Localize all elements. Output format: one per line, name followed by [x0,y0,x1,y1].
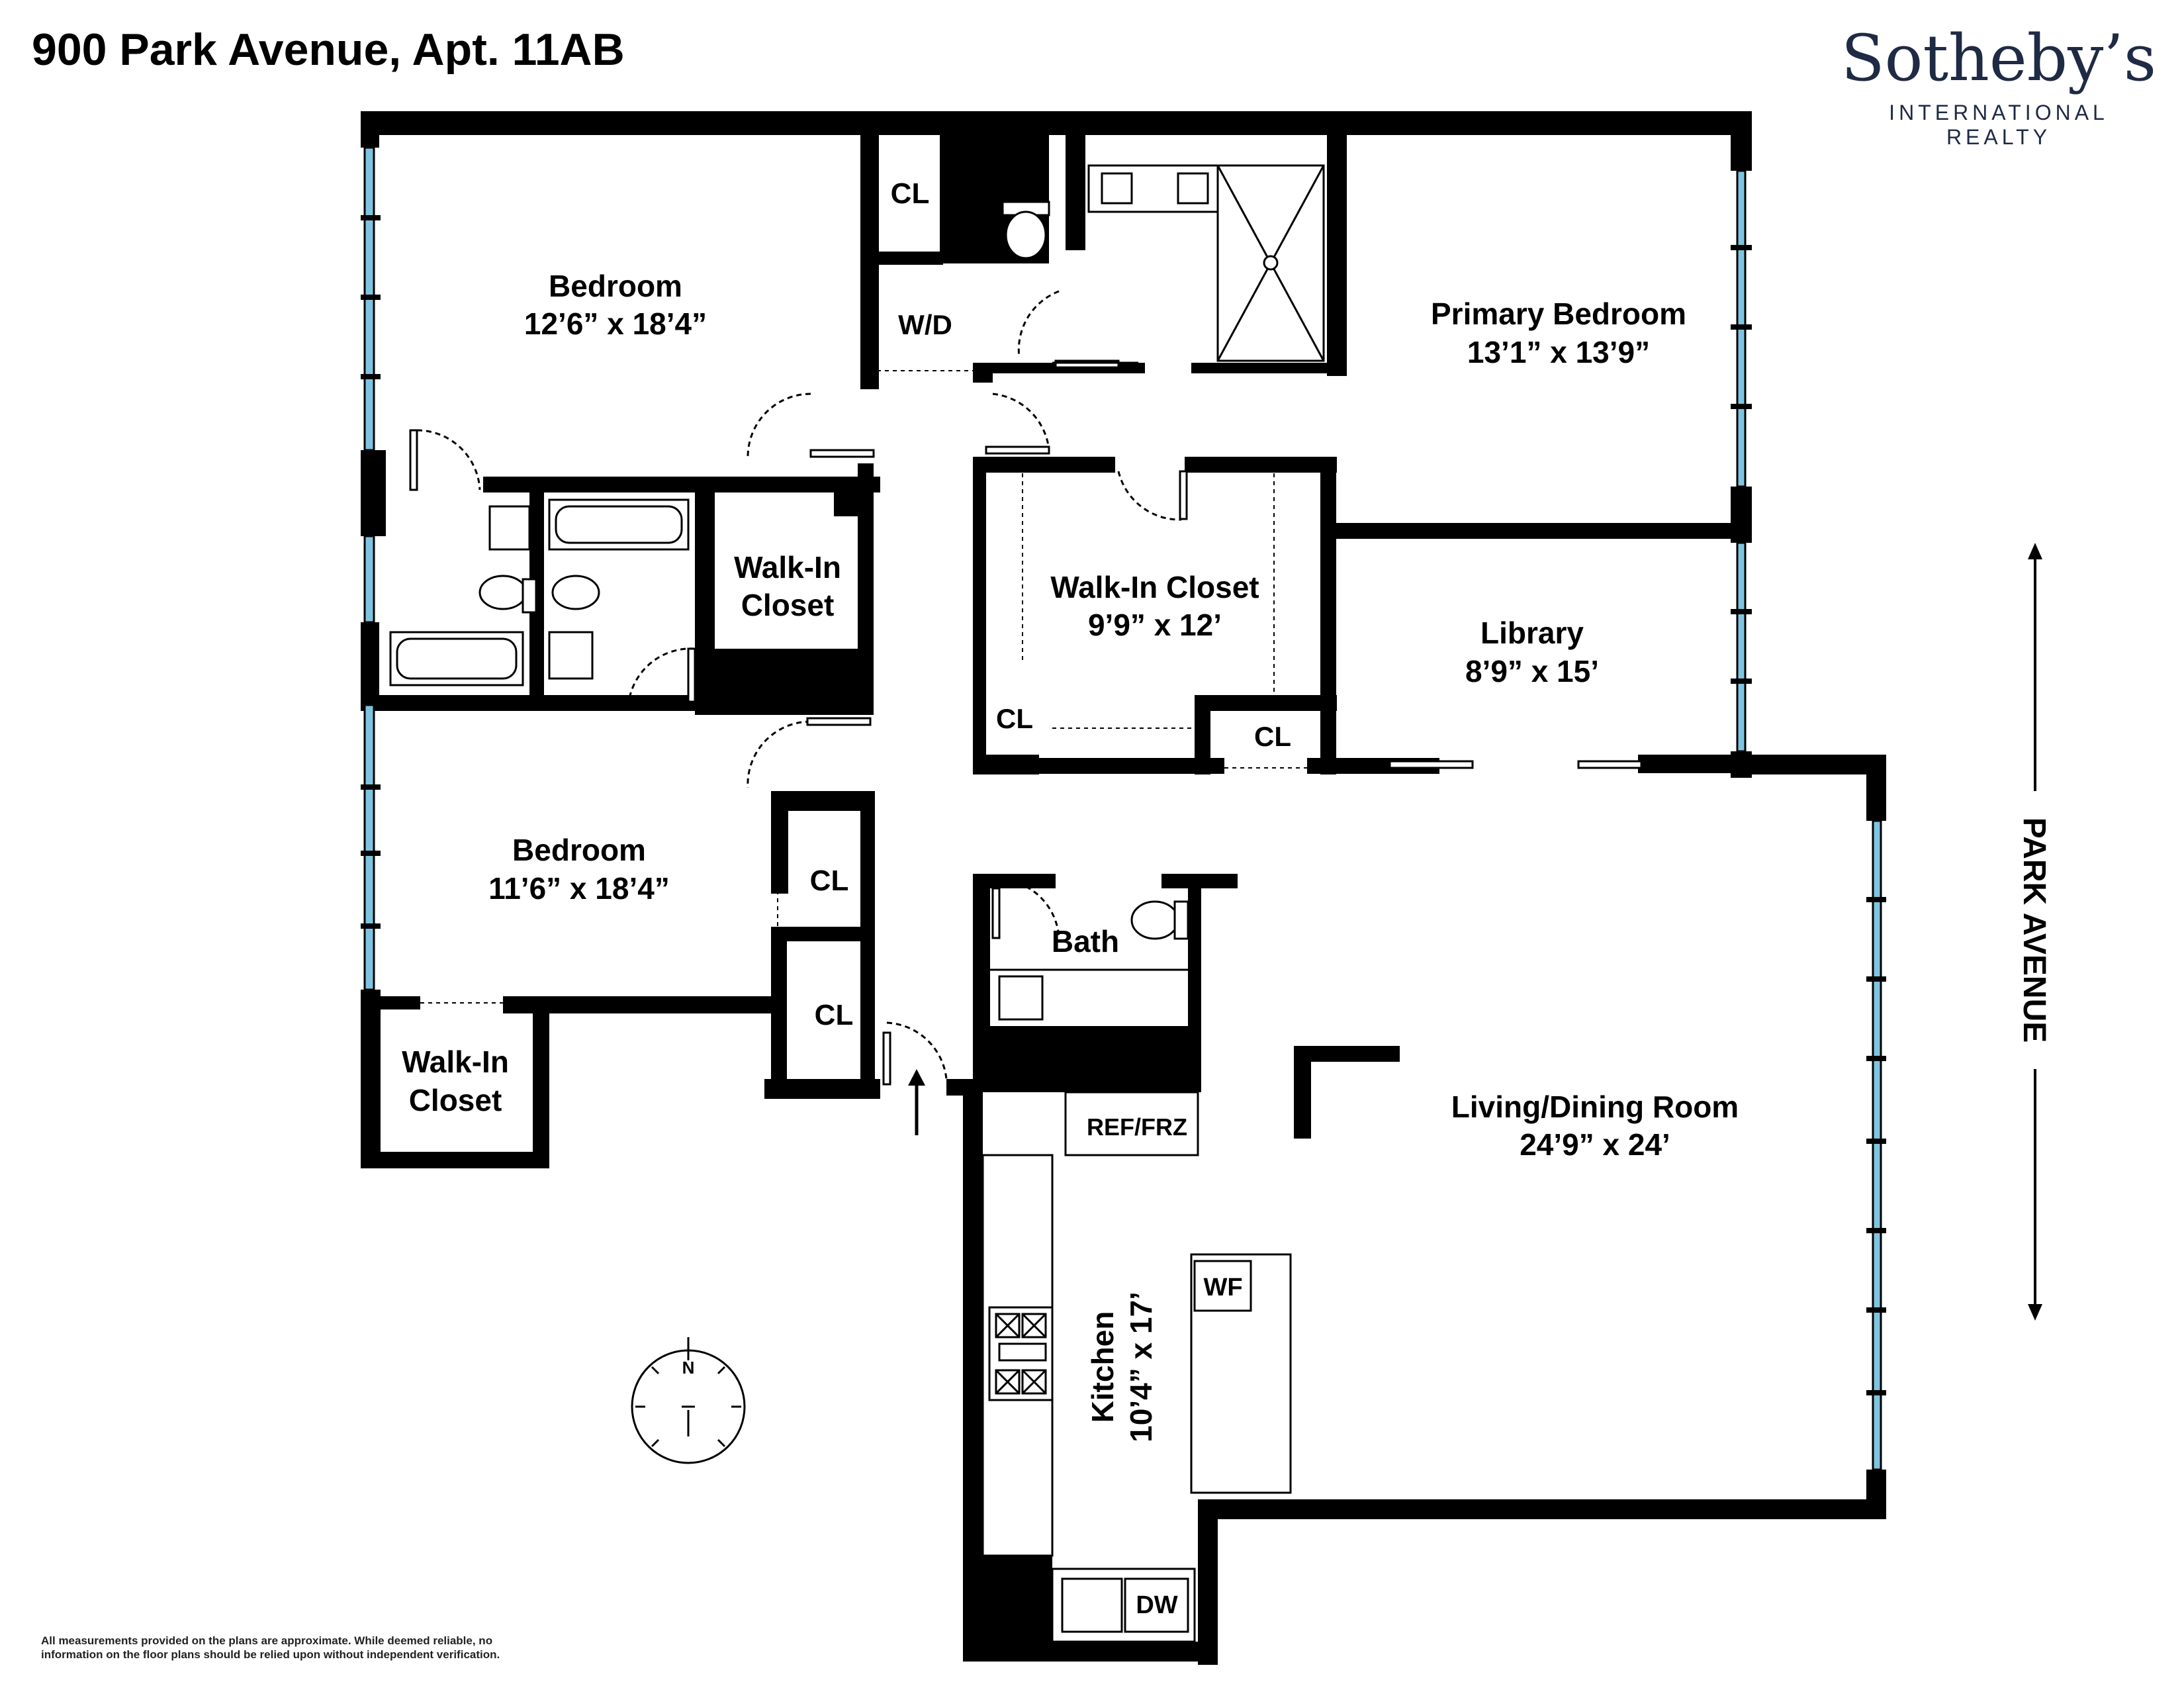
kitchen-name: Kitchen [1085,1311,1120,1423]
openings [420,136,1307,1004]
window-mullions [361,215,1886,1395]
walkin-closet-2-line2: Closet [409,1083,502,1117]
bath-label: Bath [1052,924,1119,959]
living-dining-size: 24’9” x 24’ [1520,1127,1670,1162]
cl-label-closet-right: CL [1254,721,1291,752]
cl-label-bedroom2-upper: CL [810,865,849,897]
bedroom1-name: Bedroom [549,269,682,303]
brand-subtitle: INTERNATIONAL REALTY [1889,101,2109,149]
doors [416,290,1182,1080]
page-title: 900 Park Avenue, Apt. 11AB [32,24,625,75]
primary-bedroom-size: 13’1” x 13’9” [1467,335,1650,369]
wd-label: W/D [898,309,952,340]
fixtures [389,164,1325,1643]
walkin-closet-center-size: 9’9” x 12’ [1088,608,1222,642]
library-name: Library [1480,616,1584,650]
walkin-closet-center-name: Walk-In Closet [1050,570,1259,604]
brand-name: Sotheby’s [1841,21,2157,95]
kitchen-size: 10’4” x 17’ [1124,1291,1158,1442]
compass-icon [631,1337,746,1464]
walkin-closet-2-line1: Walk-In [402,1045,509,1079]
library-size: 8’9” x 15’ [1465,654,1599,688]
living-dining-name: Living/Dining Room [1451,1090,1739,1124]
windows [363,146,1882,1471]
door-leaves [409,359,1643,1086]
room-labels: Bedroom 12’6” x 18’4” Primary Bedroom 13… [402,177,2052,1619]
primary-bedroom-name: Primary Bedroom [1431,297,1686,331]
bedroom2-name: Bedroom [512,833,646,867]
cl-label-bedroom2-lower: CL [815,999,854,1031]
bedroom1-size: 12’6” x 18’4” [524,306,707,341]
cl-label-closet-left: CL [996,703,1033,734]
walkin-closet-1-line1: Walk-In [734,550,841,585]
ref-frz-label: REF/FRZ [1087,1113,1187,1141]
street-label: PARK AVENUE [2017,818,2052,1043]
entry-arrow-icon [908,1069,925,1135]
bedroom2-size: 11’6” x 18’4” [488,871,670,906]
street-arrow-icon [2012,543,2058,1321]
brand-logo: Sotheby’s INTERNATIONAL REALTY [1840,26,2158,150]
disclaimer: All measurements provided on the plans a… [41,1634,500,1661]
dw-label: DW [1136,1591,1177,1619]
walkin-closet-1-line2: Closet [741,588,835,622]
compass-north-label: N [682,1358,695,1378]
wf-label: WF [1203,1274,1242,1301]
cl-label-top: CL [891,177,930,210]
